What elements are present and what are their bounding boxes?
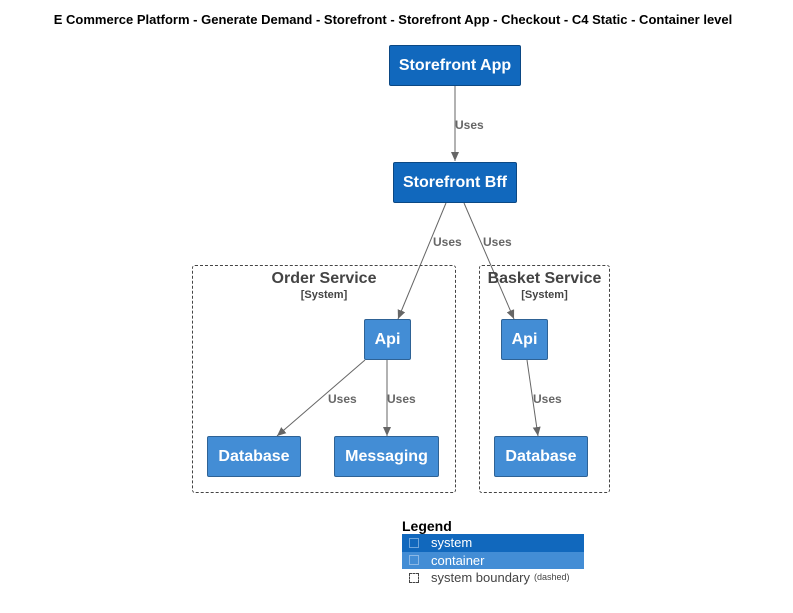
- edge-label: Uses: [533, 392, 562, 406]
- edge-basket-api-to-database: [526, 359, 541, 437]
- system-swatch-icon: [409, 537, 419, 548]
- order-messaging-node[interactable]: Messaging: [334, 436, 439, 477]
- legend-label: container: [431, 552, 485, 568]
- order-service-boundary: Order Service [System]: [192, 265, 456, 493]
- boundary-type: [System]: [521, 289, 568, 301]
- edge-label: Uses: [483, 235, 512, 249]
- legend-item-boundary: system boundary (dashed): [402, 569, 584, 587]
- legend-item-container: container: [402, 551, 584, 569]
- basket-service-boundary: Basket Service [System]: [479, 265, 610, 493]
- legend: Legend system container system boundary …: [402, 518, 584, 587]
- legend-note: (dashed): [534, 572, 570, 582]
- boundary-name: Basket Service: [487, 270, 602, 287]
- legend-label: system boundary: [431, 570, 530, 585]
- storefront-bff-node[interactable]: Storefront Bff: [393, 162, 517, 203]
- container-swatch-icon: [409, 555, 419, 566]
- storefront-app-node[interactable]: Storefront App: [389, 45, 521, 86]
- basket-api-node[interactable]: Api: [501, 319, 548, 360]
- order-database-node[interactable]: Database: [207, 436, 301, 477]
- boundary-name: Order Service: [271, 270, 377, 287]
- basket-database-node[interactable]: Database: [494, 436, 588, 477]
- edge-label: Uses: [387, 392, 416, 406]
- boundary-type: [System]: [300, 289, 348, 301]
- legend-label: system: [431, 535, 473, 550]
- edge-label: Uses: [433, 235, 462, 249]
- edge-bff-to-order-api: [397, 202, 447, 320]
- diagram-title: E Commerce Platform - Generate Demand - …: [53, 12, 733, 27]
- edge-bff-to-basket-api: [463, 202, 515, 320]
- legend-item-system: system: [402, 534, 584, 552]
- edge-order-api-to-database: [276, 359, 366, 437]
- order-api-node[interactable]: Api: [364, 319, 411, 360]
- edge-label: Uses: [328, 392, 357, 406]
- boundary-swatch-icon: [409, 572, 419, 583]
- legend-title: Legend: [402, 518, 452, 534]
- edge-label: Uses: [455, 118, 484, 132]
